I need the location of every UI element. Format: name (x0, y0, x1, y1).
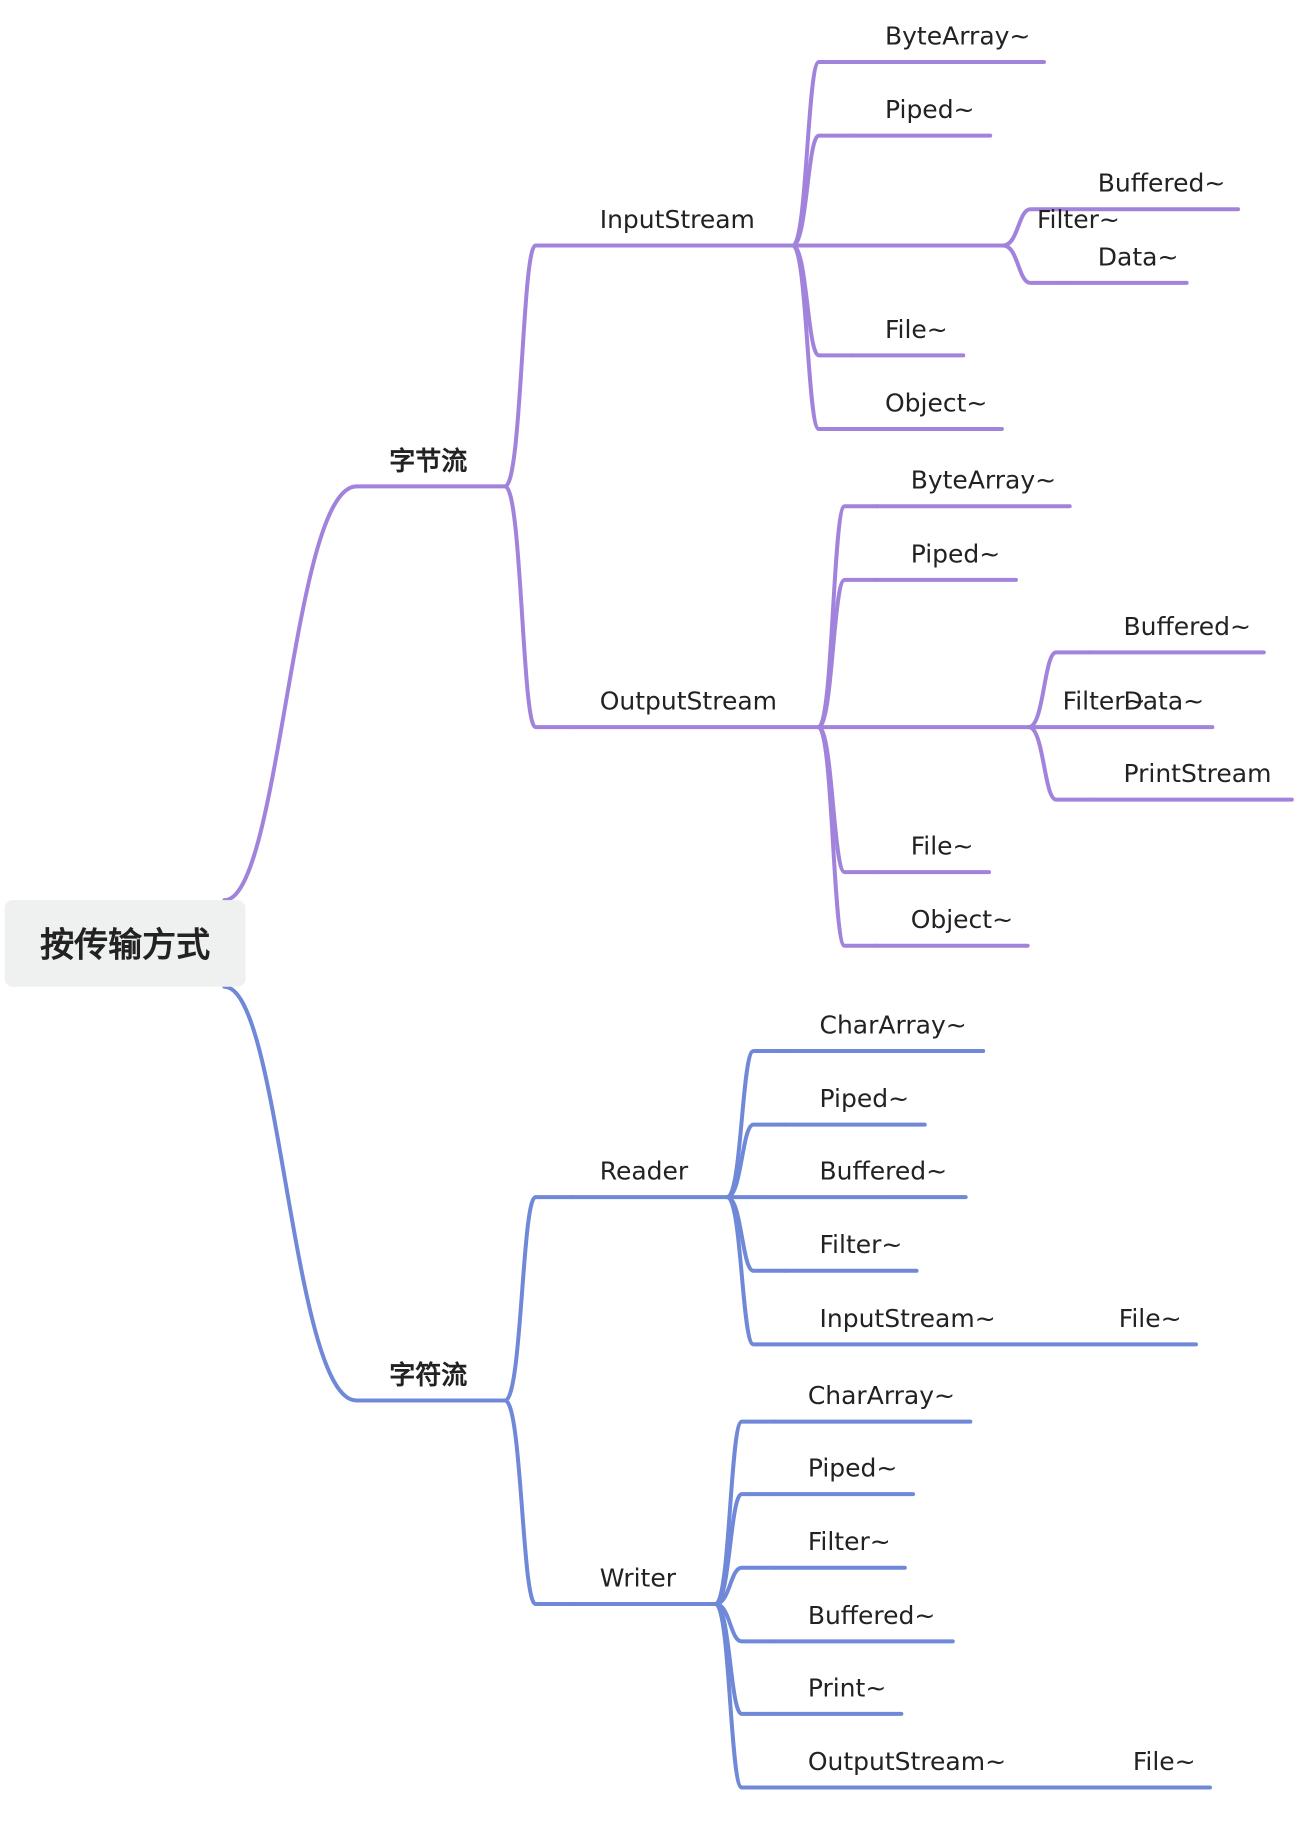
root-node-box (4, 900, 246, 987)
node-data[interactable]: Data~ (1123, 687, 1204, 716)
node-piped[interactable]: Piped~ (808, 1454, 898, 1483)
node-filter[interactable]: Filter~ (1063, 687, 1146, 716)
node-outputstream[interactable]: OutputStream (600, 687, 777, 716)
connector-object (816, 725, 879, 948)
node-reader[interactable]: Reader (600, 1157, 689, 1186)
node-printstream[interactable]: PrintStream (1123, 759, 1271, 788)
node-file-child[interactable]: File~ (1119, 1304, 1182, 1333)
connector-reader (503, 1195, 575, 1403)
node-writer[interactable]: Writer (600, 1563, 677, 1592)
node-object[interactable]: Object~ (911, 905, 1013, 934)
node-print[interactable]: Print~ (808, 1673, 886, 1702)
connector-printstream (1026, 725, 1092, 802)
node-filter[interactable]: Filter~ (808, 1527, 891, 1556)
node-chararray[interactable]: CharArray~ (820, 1010, 967, 1039)
node-buffered[interactable]: Buffered~ (820, 1157, 948, 1186)
node-object[interactable]: Object~ (885, 389, 987, 418)
node-piped[interactable]: Piped~ (885, 95, 975, 124)
node-bytearray[interactable]: ByteArray~ (885, 21, 1030, 50)
node-bytearray[interactable]: ByteArray~ (911, 466, 1056, 495)
node-file[interactable]: File~ (911, 832, 974, 861)
node-filter[interactable]: Filter~ (1037, 205, 1120, 234)
node-inputstream[interactable]: InputStream~ (820, 1304, 996, 1333)
node-buffered[interactable]: Buffered~ (1123, 612, 1251, 641)
connector-inputstream (503, 243, 575, 489)
connector-piped (790, 133, 854, 248)
root-node-label: 按传输方式 (40, 925, 210, 965)
connector-data (1001, 243, 1066, 285)
connector-outputstream (713, 1601, 776, 1790)
connector-root-char-stream (222, 984, 359, 1403)
connector-layer (222, 59, 1294, 1790)
connector-outputstream (503, 484, 575, 730)
node-buffered[interactable]: Buffered~ (1098, 169, 1226, 198)
node-piped[interactable]: Piped~ (820, 1084, 910, 1113)
connector-buffered (1001, 207, 1066, 248)
connector-object (790, 243, 854, 432)
node-piped[interactable]: Piped~ (911, 539, 1001, 568)
connector-buffered (1026, 650, 1092, 730)
node-char-stream[interactable]: 字符流 (389, 1360, 467, 1391)
connector-writer (503, 1398, 575, 1606)
node-byte-stream[interactable]: 字节流 (389, 446, 467, 477)
connector-inputstream (725, 1195, 788, 1347)
connector-piped (725, 1122, 788, 1200)
node-data[interactable]: Data~ (1098, 242, 1179, 271)
connector-piped (816, 577, 879, 730)
node-layer: 按传输方式字节流InputStreamByteArray~Piped~Filte… (4, 21, 1271, 1776)
connector-filter (713, 1565, 776, 1606)
connector-root-byte-stream (222, 484, 359, 903)
node-filter[interactable]: Filter~ (820, 1230, 903, 1259)
connector-piped (713, 1492, 776, 1606)
node-chararray[interactable]: CharArray~ (808, 1381, 955, 1410)
node-file[interactable]: File~ (885, 315, 948, 344)
root-node[interactable]: 按传输方式 (4, 900, 246, 987)
node-buffered[interactable]: Buffered~ (808, 1601, 936, 1630)
node-inputstream[interactable]: InputStream (600, 205, 755, 234)
node-file-child[interactable]: File~ (1133, 1747, 1196, 1776)
node-outputstream[interactable]: OutputStream~ (808, 1747, 1006, 1776)
